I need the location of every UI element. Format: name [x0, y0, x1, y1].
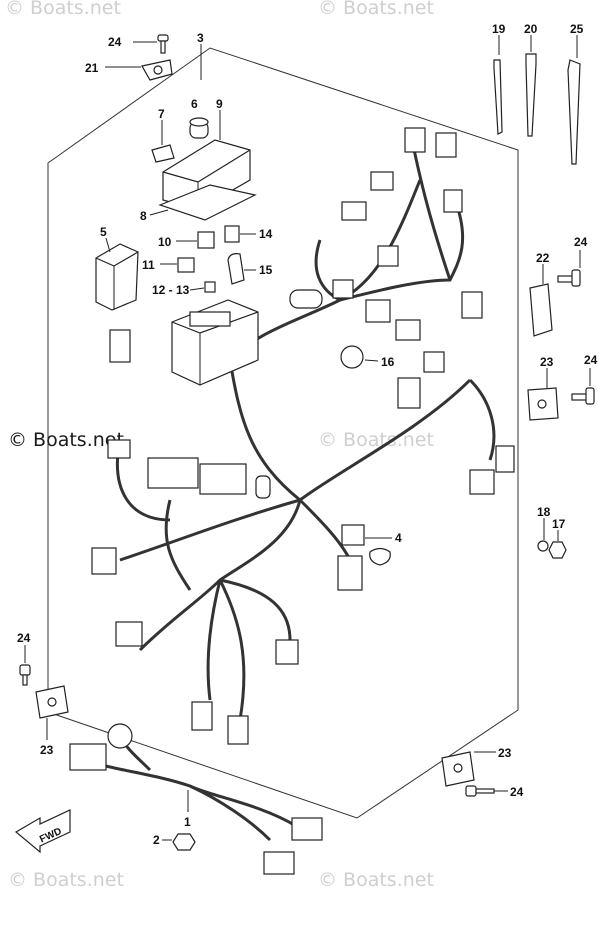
connector-big-left: [147, 457, 199, 489]
sensor-capsule: [289, 289, 323, 309]
callout-23-bottom: 23: [498, 746, 512, 760]
callout-20: 20: [524, 22, 538, 36]
cap-connector: [255, 475, 271, 499]
callout-4: 4: [395, 531, 402, 545]
nut-17: [548, 530, 567, 559]
callout-11: 11: [142, 258, 155, 272]
washer-18: [537, 518, 549, 552]
connector-lower-right: [275, 639, 299, 665]
part-4: [341, 524, 392, 566]
callout-24-left: 24: [17, 631, 31, 645]
callout-24-top: 24: [108, 35, 122, 49]
callout-17: 17: [552, 517, 566, 531]
clip-7: [151, 120, 175, 163]
bulb-15: [227, 253, 245, 285]
bracket-23-left: [35, 685, 69, 740]
callout-23-left: 23: [40, 743, 54, 757]
connector-mid-3: [461, 291, 483, 319]
callout-8: 8: [140, 209, 147, 223]
bracket-22: [529, 264, 553, 337]
connector-lower-mid-2: [227, 715, 249, 745]
connector-mid-6: [423, 351, 445, 373]
sensor-16: [340, 345, 379, 369]
callout-21: 21: [85, 61, 99, 75]
bracket-23-bottom: [441, 751, 496, 787]
sub-harness-1: [69, 723, 323, 875]
junction-box: [171, 299, 259, 386]
callout-18: 18: [537, 505, 551, 519]
relay-14: [224, 225, 240, 243]
connector-right-lower: [469, 469, 495, 495]
gasket-8: [158, 184, 257, 221]
bolt-24-right-upper: [557, 250, 581, 287]
cable-tie-25: [567, 35, 581, 165]
fuse-12-13: [204, 281, 216, 293]
callout-9: 9: [216, 97, 223, 111]
callout-2: 2: [153, 833, 160, 847]
bolt-24-bottom: [465, 785, 508, 797]
relay-5: [95, 237, 139, 311]
fwd-arrow: FWD: [14, 809, 71, 854]
sub-harness-plug-bottom: [263, 851, 295, 875]
cable-tie-20: [525, 35, 537, 137]
leader-12-13: [189, 287, 205, 291]
bracket-23-right: [527, 368, 559, 421]
sub-harness-plug-left: [69, 743, 107, 771]
callout-24-right-lower: 24: [584, 353, 598, 367]
connector-mid-4: [365, 299, 391, 323]
connector-left-upper: [109, 329, 131, 363]
connector-lower-left: [115, 621, 143, 647]
relay-10: [197, 231, 215, 249]
connector-lower-mid-1: [191, 701, 213, 731]
connector-mid-2: [332, 279, 354, 299]
bolt-24-right-lower: [571, 368, 595, 405]
callout-14: 14: [259, 227, 273, 241]
clamp-right: [397, 377, 421, 409]
callout-16: 16: [381, 355, 395, 369]
watermark-bottom-left: © Boats.net: [8, 869, 124, 891]
connector-big-right: [199, 463, 247, 495]
callout-12-13: 12 - 13: [152, 283, 190, 297]
connector-top-1: [404, 127, 426, 153]
callout-10: 10: [158, 235, 172, 249]
callout-23-right: 23: [540, 355, 554, 369]
callout-7: 7: [158, 107, 165, 121]
connector-left-mid: [107, 439, 131, 459]
callout-15: 15: [259, 263, 273, 277]
leader-8: [149, 209, 169, 216]
clamp-left: [91, 547, 117, 575]
connector-top-5: [341, 201, 367, 221]
connector-bottom-center: [337, 555, 363, 591]
connector-top-3: [370, 171, 394, 191]
sub-harness-plug-right: [291, 817, 323, 841]
nut-2: [162, 833, 196, 851]
bolt-24-top: [133, 34, 169, 54]
connector-top-2: [435, 132, 457, 158]
watermark-top-left: © Boats.net: [5, 0, 121, 19]
watermark-middle-right: © Boats.net: [318, 429, 434, 451]
cable-tie-19: [493, 35, 503, 135]
callout-6: 6: [191, 97, 198, 111]
watermark-bottom-right: © Boats.net: [318, 869, 434, 891]
grommet-6: [189, 117, 209, 139]
callout-22: 22: [536, 251, 550, 265]
bracket-21: [105, 59, 173, 81]
callout-24-bottom: 24: [510, 785, 524, 799]
relay-11: [177, 257, 195, 273]
main-harness: [115, 129, 496, 721]
connector-mid-1: [377, 245, 399, 267]
connector-right-side: [495, 445, 515, 473]
connector-top-4: [443, 189, 463, 213]
callout-3: 3: [197, 31, 204, 45]
callout-25: 25: [570, 22, 584, 36]
connector-mid-5: [395, 319, 421, 341]
callout-24-right-upper: 24: [574, 235, 588, 249]
watermark-top-center: © Boats.net: [318, 0, 434, 19]
callout-19: 19: [492, 22, 506, 36]
callout-5: 5: [100, 225, 107, 239]
bolt-24-left: [19, 645, 31, 686]
callout-1: 1: [184, 815, 191, 829]
watermark-main: © Boats.net: [8, 429, 124, 451]
